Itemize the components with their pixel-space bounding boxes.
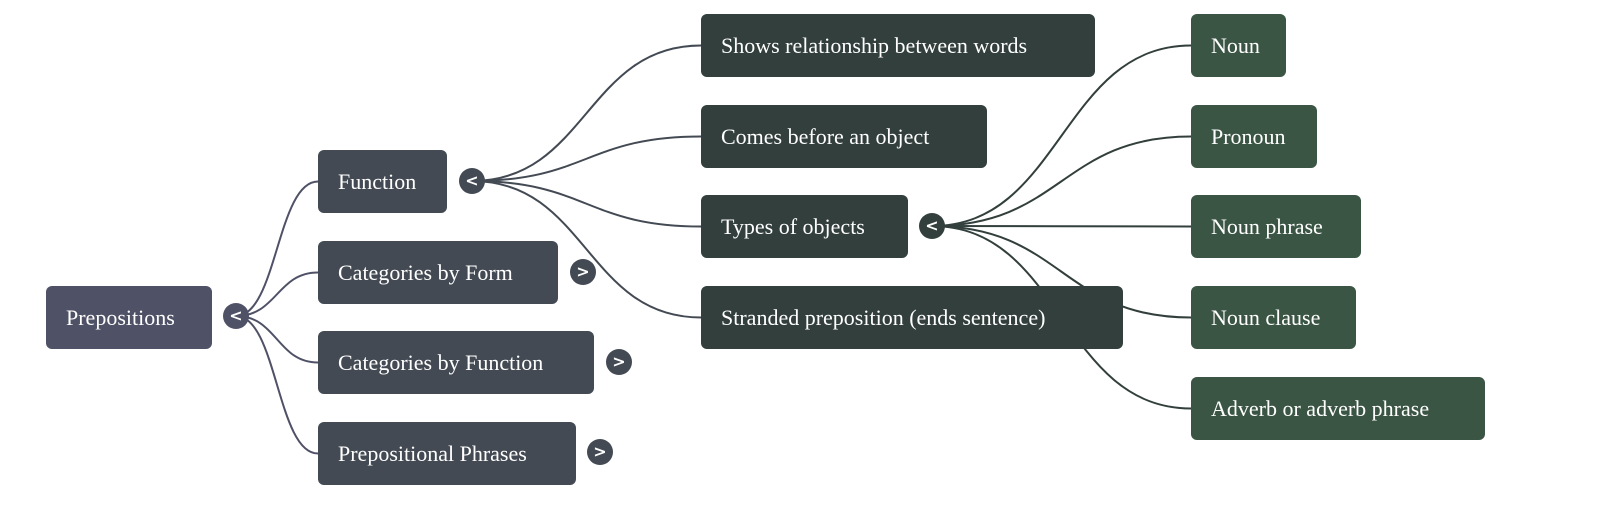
collapse-icon[interactable]: < (459, 168, 485, 194)
node-label: Shows relationship between words (721, 33, 1028, 58)
node-label: Adverb or adverb phrase (1211, 396, 1430, 421)
node-label: Comes before an object (721, 124, 930, 149)
node-label: Categories by Function (338, 350, 544, 375)
node-label: Noun clause (1211, 305, 1321, 330)
node-label: Prepositions (66, 305, 175, 330)
node-types-of-objects[interactable]: Types of objects (701, 195, 908, 258)
node-categories-by-function[interactable]: Categories by Function (318, 331, 594, 394)
node-label: Pronoun (1211, 124, 1286, 149)
node-pronoun[interactable]: Pronoun (1191, 105, 1317, 168)
connector-root-prepositional-phrases (235, 315, 319, 455)
node-label: Types of objects (721, 214, 865, 239)
node-shows-relationship-between-words[interactable]: Shows relationship between words (701, 14, 1095, 77)
expand-icon[interactable]: > (587, 439, 613, 465)
node-function[interactable]: Function (318, 150, 447, 213)
node-comes-before-an-object[interactable]: Comes before an object (701, 105, 987, 168)
expand-icon[interactable]: > (570, 259, 596, 285)
node-label: Noun phrase (1211, 214, 1323, 239)
connector-function-comes-before-object (471, 135, 702, 182)
connector-root-categories-by-form (235, 271, 319, 317)
connector-function-types-of-objects (471, 180, 702, 228)
node-adverb-or-adverb-phrase[interactable]: Adverb or adverb phrase (1191, 377, 1485, 440)
expand-icon[interactable]: > (606, 349, 632, 375)
connector-types-noun-phrase (931, 225, 1192, 228)
node-prepositions[interactable]: Prepositions (46, 286, 212, 349)
node-noun[interactable]: Noun (1191, 14, 1286, 77)
node-stranded-preposition[interactable]: Stranded preposition (ends sentence) (701, 286, 1123, 349)
connector-function-shows-relationship (471, 44, 702, 182)
node-categories-by-form[interactable]: Categories by Form (318, 241, 558, 304)
node-label: Noun (1211, 33, 1260, 58)
node-label: Stranded preposition (ends sentence) (721, 305, 1046, 330)
node-label: Prepositional Phrases (338, 441, 527, 466)
node-noun-clause[interactable]: Noun clause (1191, 286, 1356, 349)
node-noun-phrase[interactable]: Noun phrase (1191, 195, 1361, 258)
connector-root-categories-by-function (235, 315, 319, 364)
node-label: Function (338, 169, 417, 194)
collapse-icon[interactable]: < (223, 303, 249, 329)
collapse-icon[interactable]: < (919, 213, 945, 239)
node-label: Categories by Form (338, 260, 513, 285)
node-prepositional-phrases[interactable]: Prepositional Phrases (318, 422, 576, 485)
connector-root-function (235, 180, 319, 317)
